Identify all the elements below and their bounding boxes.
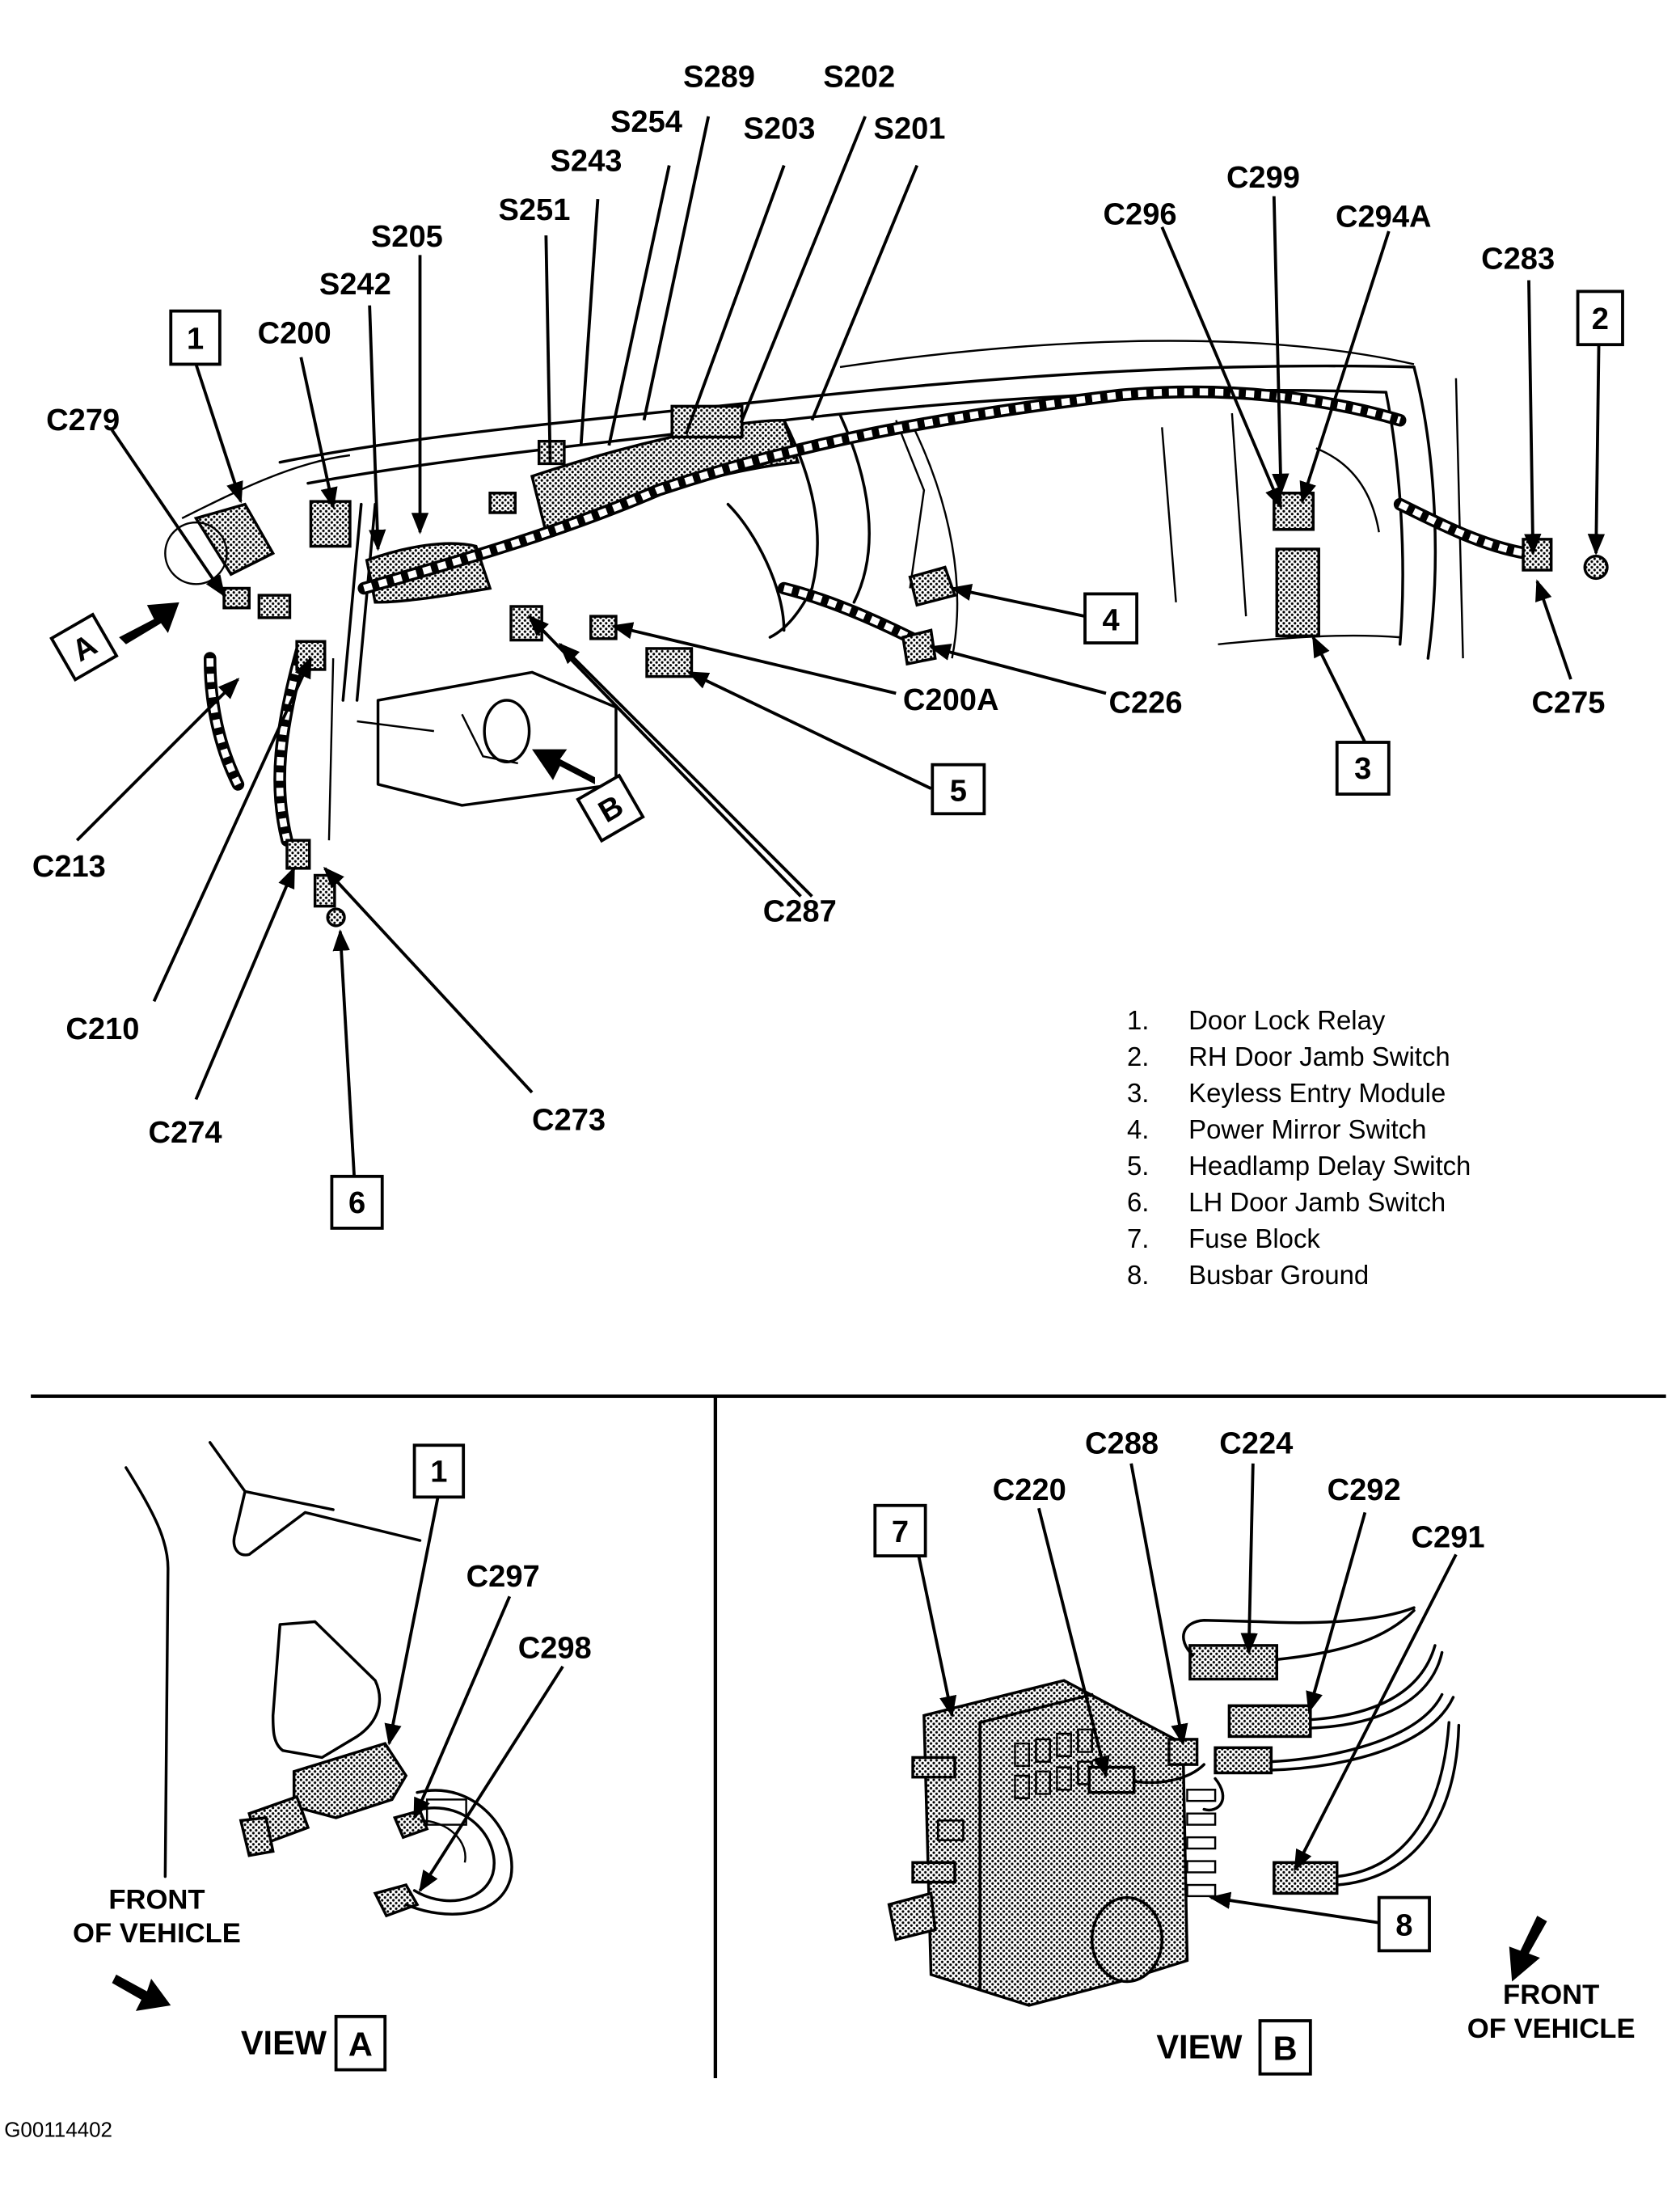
label-c294a: C294A <box>1336 201 1432 235</box>
view-a-letter: A <box>348 2025 373 2063</box>
dashboard-illustration <box>164 340 1609 927</box>
legend-label-5: Headlamp Delay Switch <box>1188 1151 1471 1181</box>
view-marker-b: B <box>532 749 645 843</box>
connector-labels: C200 C279 C296 C299 C294A C283 C275 C200… <box>32 161 1606 1150</box>
label-c292: C292 <box>1328 1473 1401 1507</box>
label-c287: C287 <box>763 895 837 929</box>
label-s254: S254 <box>610 105 682 139</box>
legend-label-2: RH Door Jamb Switch <box>1188 1042 1450 1071</box>
legend-num-7: 7. <box>1127 1223 1149 1253</box>
label-c296: C296 <box>1104 197 1177 231</box>
view-b-front-line1: FRONT <box>1503 1980 1599 2010</box>
svg-text:2: 2 <box>1592 302 1609 336</box>
legend-num-3: 3. <box>1127 1078 1149 1108</box>
c298-connector-shape <box>373 1883 420 1918</box>
callout-5: 5 <box>931 763 986 816</box>
legend-label-7: Fuse Block <box>1188 1223 1320 1253</box>
label-c210: C210 <box>65 1012 139 1046</box>
view-b-letter: B <box>1273 2029 1298 2067</box>
arrow-b-icon <box>532 749 595 784</box>
leader-lines <box>75 116 1606 1177</box>
callout-4: 4 <box>1083 592 1139 644</box>
label-c224: C224 <box>1219 1427 1293 1461</box>
label-c283: C283 <box>1481 243 1555 277</box>
view-b-callout-8: 8 <box>1377 1895 1431 1953</box>
label-s251: S251 <box>498 193 570 227</box>
front-arrow-a-icon <box>112 1974 171 2011</box>
label-c291: C291 <box>1412 1521 1485 1555</box>
svg-text:1: 1 <box>430 1455 447 1489</box>
svg-text:5: 5 <box>950 775 967 809</box>
view-a-front-line2: OF VEHICLE <box>73 1918 241 1949</box>
legend-num-5: 5. <box>1127 1151 1149 1181</box>
legend-label-6: LH Door Jamb Switch <box>1188 1187 1446 1217</box>
c220-connector-shape <box>1087 1765 1136 1794</box>
view-a-title: VIEW <box>241 2024 327 2062</box>
view-b-front-line2: OF VEHICLE <box>1467 2013 1636 2044</box>
callout-boxes: 1 2 3 4 5 6 <box>169 289 1624 1230</box>
view-a-callout-1: 1 <box>412 1443 466 1499</box>
arrow-a-icon <box>119 602 179 644</box>
label-c220: C220 <box>993 1473 1066 1507</box>
label-c279: C279 <box>46 404 120 437</box>
c297-connector-shape <box>392 1809 429 1840</box>
door-lock-relay-shape <box>193 502 276 577</box>
legend-label-1: Door Lock Relay <box>1188 1005 1386 1035</box>
callout-1: 1 <box>169 309 222 366</box>
label-c213: C213 <box>32 850 106 884</box>
view-marker-a: A <box>49 602 179 682</box>
c291-connector-shape <box>1273 1861 1339 1895</box>
label-c288: C288 <box>1085 1427 1159 1461</box>
view-a-panel: 1 C297 C298 FRONT OF VEHICLE VIEW A <box>73 1441 592 2072</box>
legend-num-1: 1. <box>1127 1005 1149 1035</box>
callout-2: 2 <box>1576 289 1624 347</box>
front-arrow-b-icon <box>1509 1916 1547 1982</box>
label-c200: C200 <box>258 316 331 350</box>
svg-text:6: 6 <box>348 1186 365 1220</box>
figure-id: G00114402 <box>4 2118 112 2142</box>
label-c200a: C200A <box>903 683 999 717</box>
label-c274: C274 <box>149 1116 222 1150</box>
svg-text:8: 8 <box>1395 1908 1412 1942</box>
legend-label-3: Keyless Entry Module <box>1188 1078 1446 1108</box>
label-c299: C299 <box>1226 161 1300 195</box>
label-s201: S201 <box>874 112 946 146</box>
label-s205: S205 <box>371 220 443 254</box>
svg-text:1: 1 <box>187 322 204 356</box>
legend: 1. Door Lock Relay 2. RH Door Jamb Switc… <box>1127 1005 1471 1290</box>
legend-num-6: 6. <box>1127 1187 1149 1217</box>
label-s203: S203 <box>744 112 816 146</box>
label-c273: C273 <box>532 1104 606 1138</box>
label-s243: S243 <box>551 144 623 178</box>
legend-num-4: 4. <box>1127 1114 1149 1144</box>
svg-text:4: 4 <box>1102 603 1119 637</box>
label-s242: S242 <box>319 268 391 302</box>
svg-text:3: 3 <box>1354 752 1371 786</box>
callout-3: 3 <box>1335 741 1391 796</box>
legend-num-8: 8. <box>1127 1260 1149 1290</box>
legend-label-8: Busbar Ground <box>1188 1260 1369 1290</box>
c224-connector-shape <box>1188 1644 1279 1681</box>
view-b-callout-7: 7 <box>873 1503 927 1557</box>
c292-connector-shape <box>1227 1704 1312 1739</box>
label-s289: S289 <box>683 61 755 95</box>
label-c297: C297 <box>466 1560 540 1594</box>
view-b-title: VIEW <box>1156 2028 1243 2066</box>
callout-6: 6 <box>330 1174 384 1230</box>
legend-label-4: Power Mirror Switch <box>1188 1114 1426 1144</box>
view-b-panel: 7 8 C288 C224 C220 C292 C291 FRONT OF VE… <box>873 1427 1636 2076</box>
view-a-front-line1: FRONT <box>108 1884 205 1915</box>
label-c298: C298 <box>518 1631 592 1665</box>
svg-text:7: 7 <box>892 1515 909 1549</box>
label-c226: C226 <box>1108 687 1182 720</box>
label-c275: C275 <box>1531 687 1605 720</box>
label-s202: S202 <box>823 61 895 95</box>
legend-num-2: 2. <box>1127 1042 1149 1071</box>
splice-labels: S289 S202 S254 S203 S201 S243 S251 S205 … <box>319 61 946 302</box>
